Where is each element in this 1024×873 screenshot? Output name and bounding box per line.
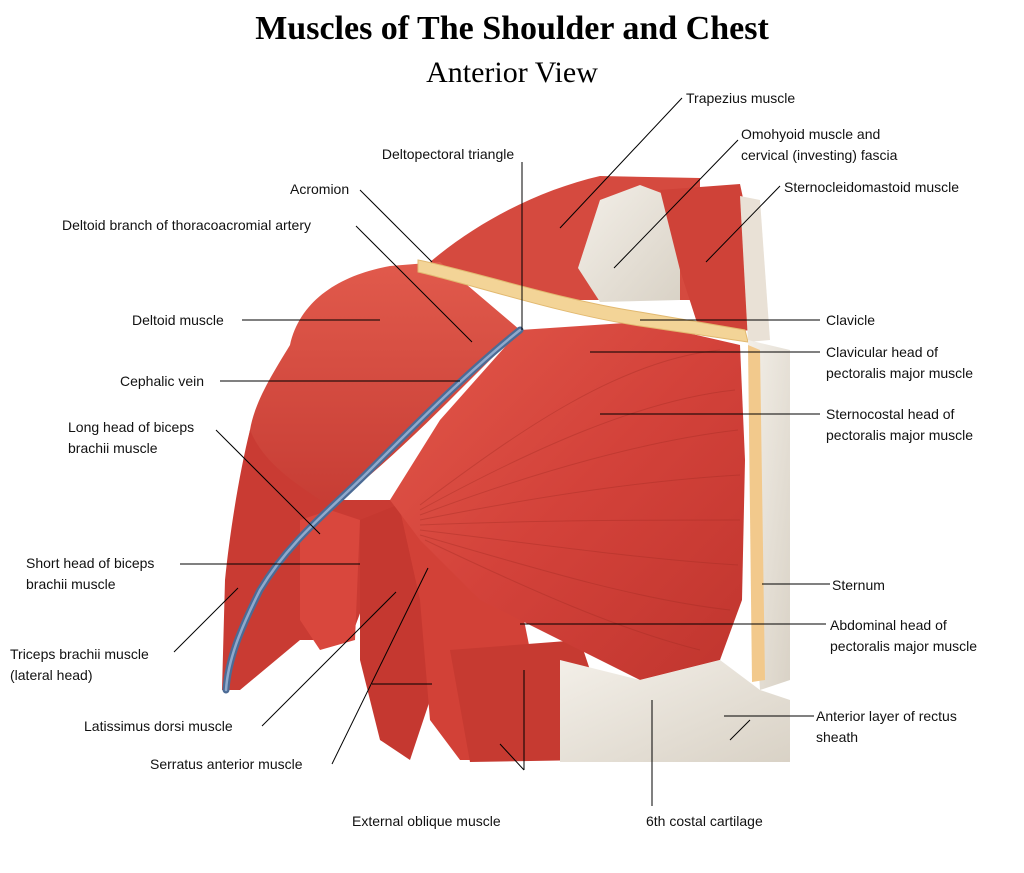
label-sternum: Sternum [832,577,885,593]
rectus-sheath [560,660,790,762]
label-triceps-line2: (lateral head) [10,667,93,683]
subtitle-text: Anterior View [426,56,598,89]
label-latissimus-dorsi: Latissimus dorsi muscle [84,718,233,734]
label-omohyoid-line2: cervical (investing) fascia [741,147,898,163]
label-sternocleidomastoid: Sternocleidomastoid muscle [784,179,959,195]
sternum-edge [748,345,765,682]
label-triceps-line1: Triceps brachii muscle [10,646,149,662]
label-long-head-line1: Long head of biceps [68,419,194,435]
deltoid-muscle [247,262,520,530]
label-clavicular-head-line1: Clavicular head of [826,344,938,360]
label-short-head-line1: Short head of biceps [26,555,154,571]
label-external-oblique: External oblique muscle [352,813,501,829]
label-rectus-line2: sheath [816,729,858,745]
page-subtitle: Anterior View [0,56,1024,90]
cephalic-vein-highlight [224,328,522,692]
label-clavicular-head-line2: pectoralis major muscle [826,365,973,381]
pectoralis-major-muscle [390,322,745,680]
label-omohyoid-line1: Omohyoid muscle and [741,126,880,142]
label-abdominal-head-line2: pectoralis major muscle [830,638,977,654]
short-head-biceps [300,510,360,650]
page-title: Muscles of The Shoulder and Chest [255,10,769,47]
label-sternocostal-line2: pectoralis major muscle [826,427,973,443]
label-clavicle: Clavicle [826,312,875,328]
label-deltopectoral-triangle: Deltopectoral triangle [382,146,515,162]
label-long-head-line2: brachii muscle [68,440,158,456]
label-trapezius-muscle: Trapezius muscle [686,90,795,106]
label-short-head-line2: brachii muscle [26,576,116,592]
omohyoid-fascia [578,185,680,302]
label-deltoid-branch: Deltoid branch of thoracoacromial artery [62,217,311,233]
label-deltoid-muscle: Deltoid muscle [132,312,224,328]
clavicle-bone [417,259,749,343]
label-abdominal-head-line1: Abdominal head of [830,617,947,633]
label-rectus-line1: Anterior layer of rectus [816,708,957,724]
label-serratus-anterior: Serratus anterior muscle [150,756,303,772]
label-costal-cartilage: 6th costal cartilage [646,813,763,829]
label-cephalic-vein: Cephalic vein [120,373,204,389]
neck-fascia [740,196,770,342]
leader-lines [173,97,830,806]
label-sternocostal-line1: Sternocostal head of [826,406,955,422]
pectoral-fibers [419,349,741,651]
label-acromion: Acromion [290,181,349,197]
